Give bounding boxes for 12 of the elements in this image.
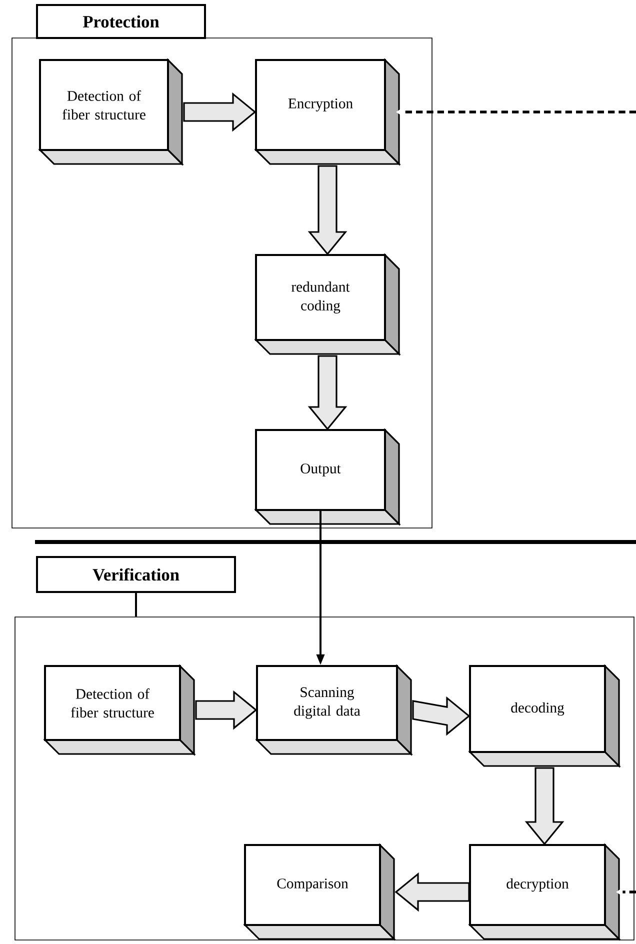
connector-line (135, 593, 137, 617)
block-arrow (308, 165, 348, 256)
block-arrow (195, 690, 258, 730)
section-panel (12, 38, 432, 528)
block-arrow (524, 767, 564, 846)
block-arrow (183, 92, 256, 132)
block-arrow (394, 872, 470, 912)
section-header: Protection (36, 4, 206, 39)
section-header: Verification (36, 556, 236, 593)
block-arrow (412, 696, 470, 736)
block-arrow (308, 355, 348, 430)
section-panel (14, 616, 634, 940)
